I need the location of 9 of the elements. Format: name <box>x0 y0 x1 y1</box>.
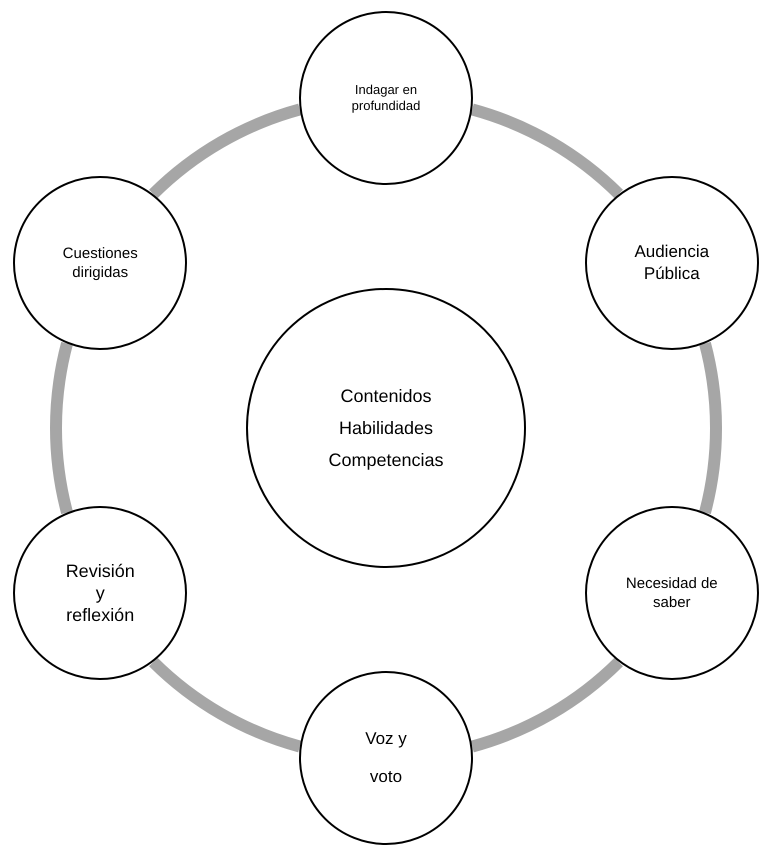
ring-connector <box>699 342 722 514</box>
node-label: Cuestiones dirigidas <box>62 244 139 282</box>
node-label: Contenidos Habilidades Competencias <box>327 385 445 472</box>
node-label: Revisión y reflexión <box>64 560 136 626</box>
node-label: Voz y voto <box>364 728 408 788</box>
node-label: Audiencia Pública <box>633 241 710 285</box>
node-label: Necesidad de saber <box>624 574 719 612</box>
node-label: Indagar en profundidad <box>350 82 422 114</box>
ring-connector <box>50 342 73 514</box>
